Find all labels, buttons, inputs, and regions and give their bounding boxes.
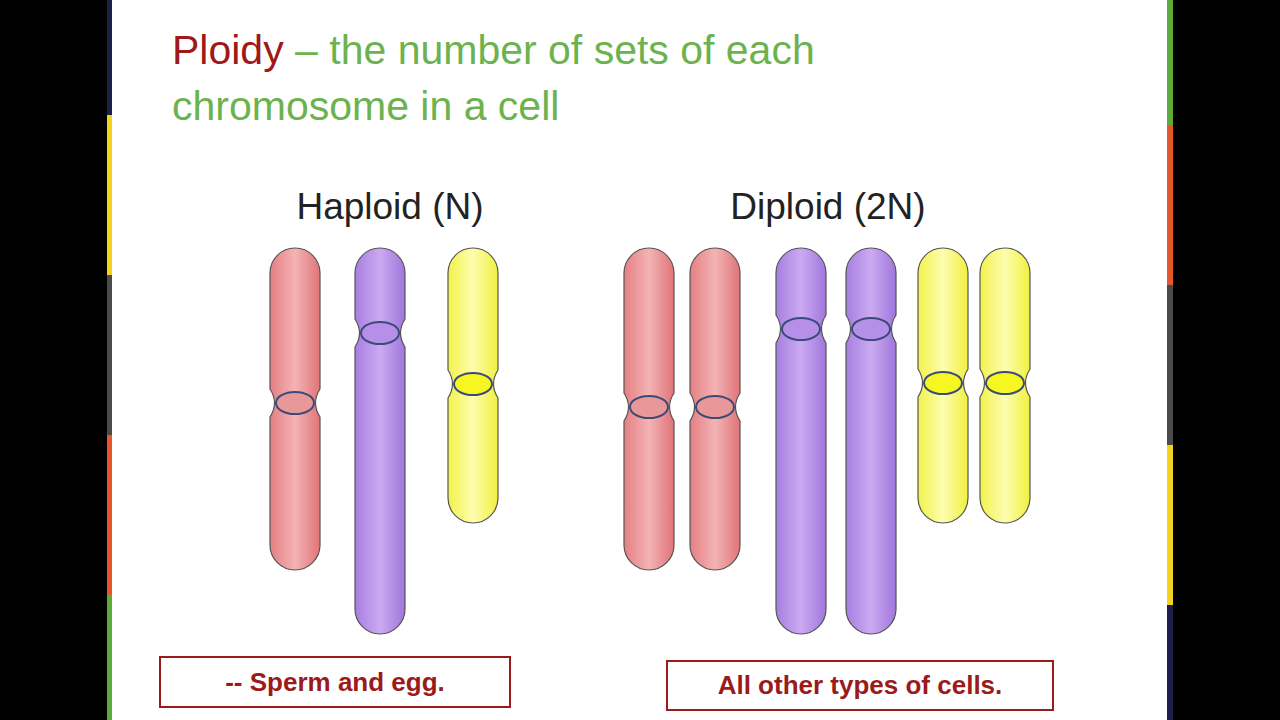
chromosome [846,248,896,634]
centromere [630,396,668,418]
chromosome [980,248,1030,523]
cell-type-box: -- Sperm and egg. [159,656,511,708]
chromosome [624,248,674,570]
cell-type-box: All other types of cells. [666,660,1054,711]
chromosome [270,248,320,570]
chromosome [690,248,740,570]
centromere [276,392,314,414]
chromosome-group [270,248,1030,634]
left-stripe [107,0,112,720]
right-stripe [1167,0,1173,720]
chromosome [776,248,826,634]
centromere [986,372,1024,394]
cell-type-text: All other types of cells. [718,670,1003,701]
centromere [696,396,734,418]
ploidy-label: Haploid (N) [296,186,483,228]
slide-panel [112,0,1167,720]
ploidy-label: Diploid (2N) [730,186,925,228]
centromere [782,318,820,340]
centromere [852,318,890,340]
centromere [924,372,962,394]
cell-type-text: -- Sperm and egg. [225,667,445,698]
centromere [361,322,399,344]
slide-title: Ploidy [172,27,284,73]
slide-heading: Ploidy – the number of sets of each chro… [172,22,992,134]
chromosome [355,248,405,634]
centromere [454,373,492,395]
chromosome [918,248,968,523]
chromosome [448,248,498,523]
